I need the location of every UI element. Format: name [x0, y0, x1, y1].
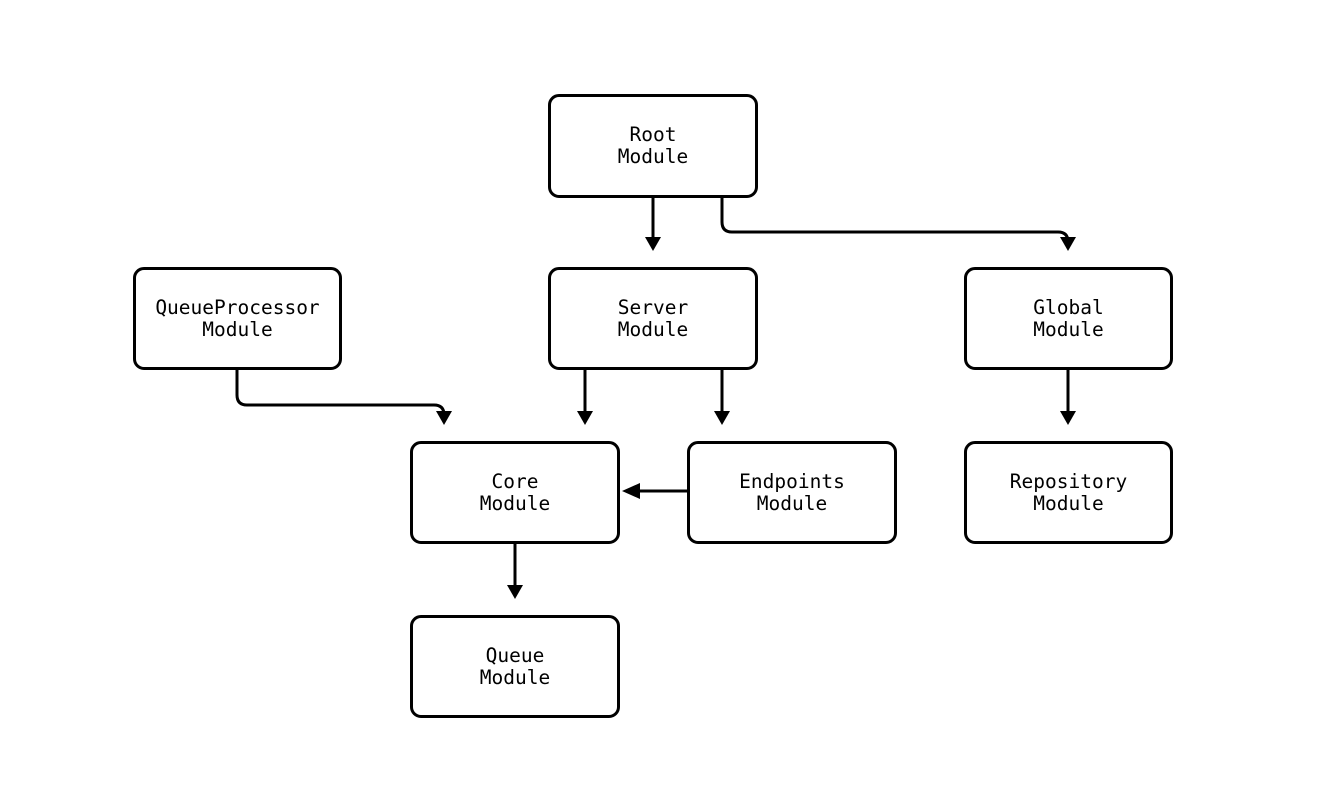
edge-root-to-global — [720, 198, 1076, 251]
node-core-module-line1: Core — [491, 469, 539, 493]
node-queue-module[interactable]: Queue Module — [410, 615, 620, 718]
node-repository-module-line2: Module — [1033, 491, 1104, 515]
edge-server-to-endpoints — [714, 370, 730, 425]
node-server-module[interactable]: Server Module — [548, 267, 758, 370]
edge-queueprocessor-to-core — [235, 370, 452, 425]
node-queueprocessor-module-line2: Module — [202, 317, 273, 341]
node-root-module[interactable]: Root Module — [548, 94, 758, 198]
edge-core-to-queue — [507, 544, 523, 599]
node-endpoints-module-line1: Endpoints — [739, 469, 845, 493]
edge-endpoints-to-core — [622, 483, 687, 499]
node-core-module-line2: Module — [479, 491, 551, 515]
node-queueprocessor-module[interactable]: QueueProcessor Module — [133, 267, 342, 370]
node-global-module-line2: Module — [1033, 317, 1104, 341]
node-server-module-line2: Module — [617, 317, 689, 341]
node-repository-module[interactable]: Repository Module — [964, 441, 1173, 544]
node-global-module-line1: Global — [1033, 295, 1104, 319]
node-queue-module-line1: Queue — [485, 643, 545, 667]
edge-root-to-server — [645, 198, 661, 251]
node-repository-module-line1: Repository — [1009, 469, 1128, 493]
node-endpoints-module[interactable]: Endpoints Module — [687, 441, 897, 544]
node-queue-module-line2: Module — [479, 665, 551, 689]
node-endpoints-module-line2: Module — [756, 491, 828, 515]
node-server-module-line1: Server — [617, 295, 689, 319]
node-root-module-line2: Module — [617, 145, 689, 168]
edge-global-to-repository — [1060, 370, 1076, 425]
edge-server-to-core — [577, 370, 593, 425]
node-queueprocessor-module-line1: QueueProcessor — [155, 295, 320, 319]
node-root-module-line1: Root — [629, 123, 677, 146]
node-core-module[interactable]: Core Module — [410, 441, 620, 544]
node-global-module[interactable]: Global Module — [964, 267, 1173, 370]
